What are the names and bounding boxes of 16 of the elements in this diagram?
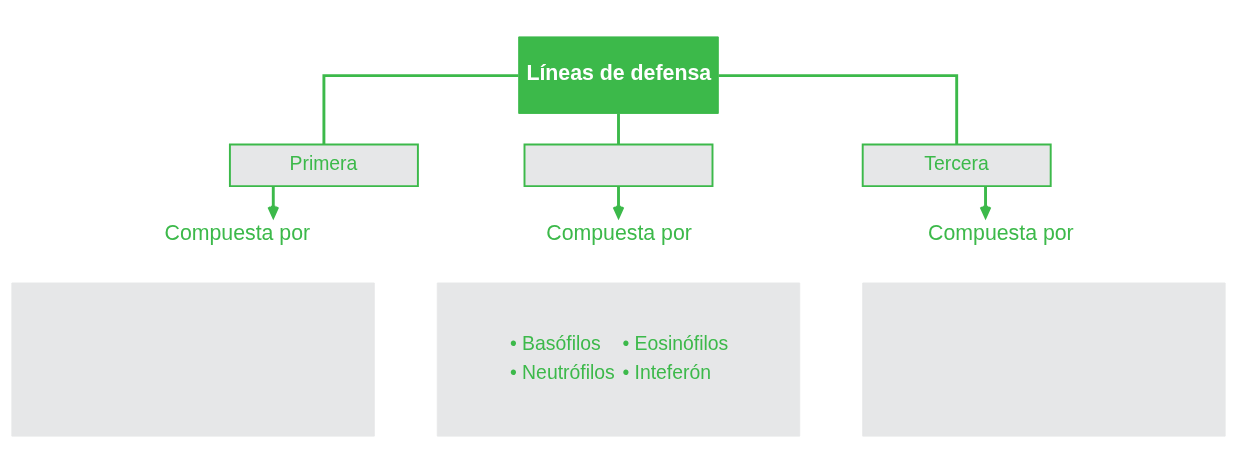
connector xyxy=(322,74,519,145)
node-box: • Basófilos • Eosinófilos • Neutrófilos • Inteferón xyxy=(436,282,801,437)
node-text: Compuesta por xyxy=(164,220,311,245)
node-box: Primera xyxy=(228,143,419,188)
arrow xyxy=(979,186,992,219)
node-box xyxy=(11,282,375,437)
node-box xyxy=(523,143,714,188)
connector xyxy=(718,74,959,145)
arrow xyxy=(267,186,280,219)
node-box: Tercera xyxy=(861,143,1052,188)
node-text: Compuesta por xyxy=(546,220,692,245)
connector xyxy=(617,113,620,145)
arrow xyxy=(612,186,625,219)
node-box: Líneas de defensa xyxy=(518,36,719,114)
node-text: Compuesta por xyxy=(928,220,1074,245)
node-box xyxy=(862,282,1226,437)
